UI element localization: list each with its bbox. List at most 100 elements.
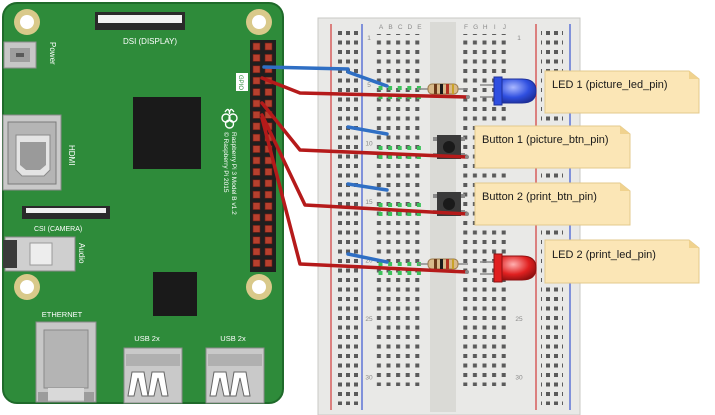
active-hole — [397, 212, 402, 216]
row-number: 30 — [515, 374, 523, 381]
gpio-pin — [264, 54, 273, 62]
gpio-pin — [264, 202, 273, 210]
active-hole — [378, 146, 383, 150]
soc-chip — [133, 97, 201, 169]
gpio-pin — [264, 213, 273, 222]
column-letter: E — [417, 24, 422, 31]
wire-pins — [465, 95, 470, 274]
signal-wires — [260, 76, 470, 274]
active-hole — [407, 155, 412, 159]
active-hole — [388, 271, 393, 275]
column-letter: C — [398, 24, 403, 31]
active-hole — [378, 271, 383, 275]
active-hole — [388, 262, 393, 266]
ethernet-port: ETHERNET — [35, 310, 97, 403]
active-hole — [388, 155, 393, 159]
svg-text:GPIO: GPIO — [237, 75, 243, 90]
signal-wire-btn1 — [260, 101, 469, 159]
row-number: 1 — [367, 35, 371, 42]
active-hole — [416, 86, 421, 90]
led-1 — [480, 76, 537, 106]
raspberry-logo-icon — [221, 108, 238, 129]
column-letter: D — [407, 24, 412, 31]
ground-wire-led1 — [346, 70, 389, 88]
usb-port-right: USB 2x — [205, 334, 265, 404]
led-2 — [480, 253, 537, 283]
gpio-pin — [264, 247, 273, 256]
gpio-pin — [252, 122, 261, 131]
ethernet-label: ETHERNET — [42, 310, 83, 319]
gpio-pin — [264, 179, 273, 188]
gpio-pin — [264, 88, 273, 96]
ground-wire-main — [262, 65, 350, 71]
row-number: 30 — [365, 374, 373, 381]
usb-right-label: USB 2x — [220, 334, 246, 343]
callout-button2-text: Button 2 (print_btn_pin) — [482, 191, 597, 203]
gpio-pin — [264, 236, 273, 245]
active-hole — [388, 146, 393, 150]
callout-led1: LED 1 (picture_led_pin) — [544, 70, 700, 114]
active-hole — [407, 271, 412, 275]
active-hole — [397, 271, 402, 275]
gpio-pin — [252, 247, 261, 256]
gpio-pin — [252, 179, 261, 188]
active-hole — [407, 146, 412, 150]
gpio-pin — [264, 225, 273, 233]
hdmi-label: HDMI — [67, 145, 76, 165]
mounting-holes — [14, 9, 272, 300]
active-hole — [397, 146, 402, 150]
svg-text:© Raspberry Pi 2015: © Raspberry Pi 2015 — [222, 132, 230, 193]
gpio-pin — [264, 99, 273, 108]
active-hole — [378, 262, 383, 266]
hdmi-port: HDMI — [2, 114, 76, 191]
gpio-pin — [252, 88, 261, 96]
callout-led2: LED 2 (print_led_pin) — [544, 239, 700, 284]
gpio-pin — [252, 76, 261, 85]
gpio-pin — [252, 42, 261, 51]
active-hole — [416, 155, 421, 159]
ground-wire-btn1 — [346, 125, 389, 136]
active-hole — [397, 155, 402, 159]
active-hole — [416, 271, 421, 275]
row-number: 1 — [517, 35, 521, 42]
gpio-pin — [264, 168, 273, 176]
gpio-pin — [252, 156, 261, 165]
ground-wire-led2 — [346, 252, 389, 264]
gpio-pin — [252, 259, 261, 267]
callout-button1: Button 1 (picture_btn_pin) — [474, 125, 631, 169]
gpio-pin — [252, 236, 261, 245]
gpio-label: GPIO — [236, 73, 248, 91]
column-letter: I — [494, 24, 496, 31]
active-hole — [388, 95, 393, 99]
column-letter: F — [464, 24, 468, 31]
gpio-pin — [252, 54, 261, 62]
dsi-connector: DSI (DISPLAY) — [95, 12, 185, 46]
active-hole — [407, 262, 412, 266]
active-hole — [416, 203, 421, 207]
svg-text:Raspberry Pi 3 Model B v1.2: Raspberry Pi 3 Model B v1.2 — [230, 132, 237, 215]
row-number: 5 — [367, 82, 371, 89]
column-letter: B — [388, 24, 392, 31]
power-label: Power — [48, 42, 57, 65]
callout-led1-text: LED 1 (picture_led_pin) — [552, 79, 668, 91]
gpio-pin — [264, 42, 273, 51]
audio-jack: Audio — [3, 236, 86, 272]
row-number: 20 — [365, 257, 373, 264]
column-letter: J — [503, 24, 506, 31]
signal-wire-btn2 — [260, 113, 469, 216]
usb-port-left: USB 2x — [123, 334, 183, 404]
column-letter: A — [379, 24, 384, 31]
active-hole — [378, 155, 383, 159]
active-hole — [378, 86, 383, 90]
active-hole — [397, 203, 402, 207]
resistor-2 — [418, 258, 468, 270]
board-model-text: Raspberry Pi 3 Model B v1.2 © Raspberry … — [222, 132, 237, 215]
ground-wires — [262, 65, 389, 264]
audio-label: Audio — [77, 243, 86, 264]
callout-led2-text: LED 2 (print_led_pin) — [552, 249, 656, 261]
gpio-pin — [252, 99, 261, 108]
csi-connector: CSI (CAMERA) — [22, 206, 110, 233]
center-channel — [430, 22, 456, 412]
